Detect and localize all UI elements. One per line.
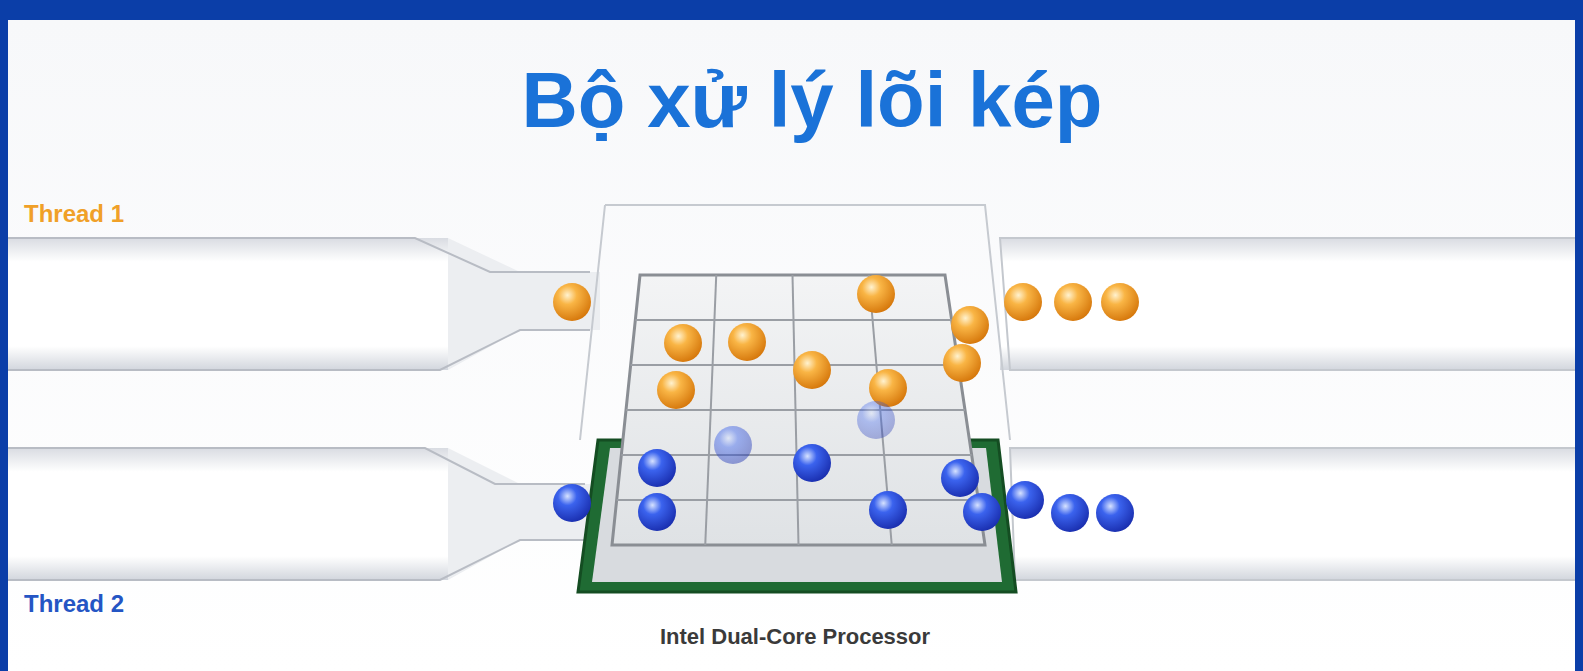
thread-ball xyxy=(1101,283,1139,321)
thread-ball xyxy=(951,306,989,344)
diagram-caption: Intel Dual-Core Processor xyxy=(545,624,1045,650)
thread-ball xyxy=(793,444,831,482)
thread-ball xyxy=(857,275,895,313)
thread-ball xyxy=(728,323,766,361)
thread-ball xyxy=(664,324,702,362)
thread-label: Thread 1 xyxy=(24,200,124,228)
thread-label: Thread 2 xyxy=(24,590,124,618)
thread-ball xyxy=(869,491,907,529)
thread-ball xyxy=(943,344,981,382)
thread-ball xyxy=(1004,283,1042,321)
thread-ball xyxy=(793,351,831,389)
thread-ball xyxy=(714,426,752,464)
thread-ball xyxy=(1051,494,1089,532)
grid-line xyxy=(626,409,965,411)
thread-ball xyxy=(1096,494,1134,532)
thread-ball xyxy=(657,371,695,409)
thread-ball xyxy=(941,459,979,497)
thread-ball xyxy=(638,493,676,531)
grid-line xyxy=(635,319,951,321)
thread-ball xyxy=(857,401,895,439)
thread-ball xyxy=(963,493,1001,531)
thread-ball xyxy=(638,449,676,487)
thread-ball xyxy=(1054,283,1092,321)
thread-ball xyxy=(1006,481,1044,519)
thread-ball xyxy=(553,283,591,321)
thread-ball xyxy=(553,484,591,522)
diagram-title: Bộ xử lý lõi kép xyxy=(362,58,1262,144)
